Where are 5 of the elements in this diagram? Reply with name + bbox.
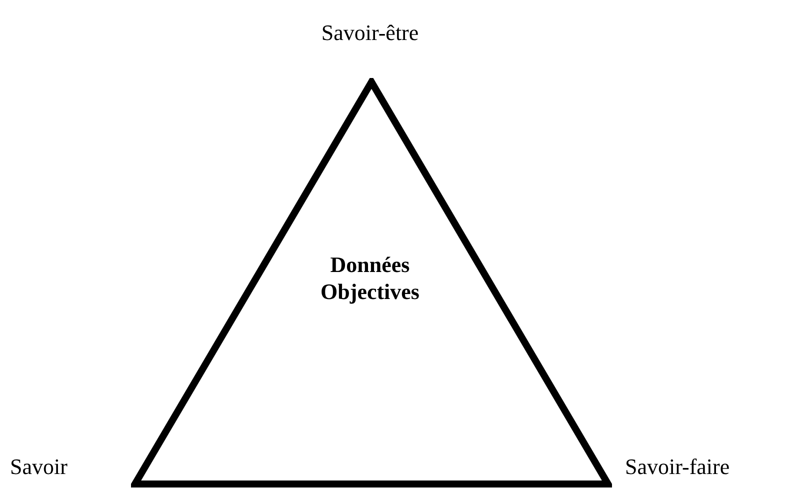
vertex-label: Savoir-être bbox=[321, 20, 419, 46]
vertex-label: Savoir-faire bbox=[625, 454, 730, 480]
vertex-label: Savoir bbox=[10, 454, 68, 480]
triangle-shape bbox=[131, 78, 612, 488]
center-text: Données Objectives bbox=[320, 251, 420, 305]
